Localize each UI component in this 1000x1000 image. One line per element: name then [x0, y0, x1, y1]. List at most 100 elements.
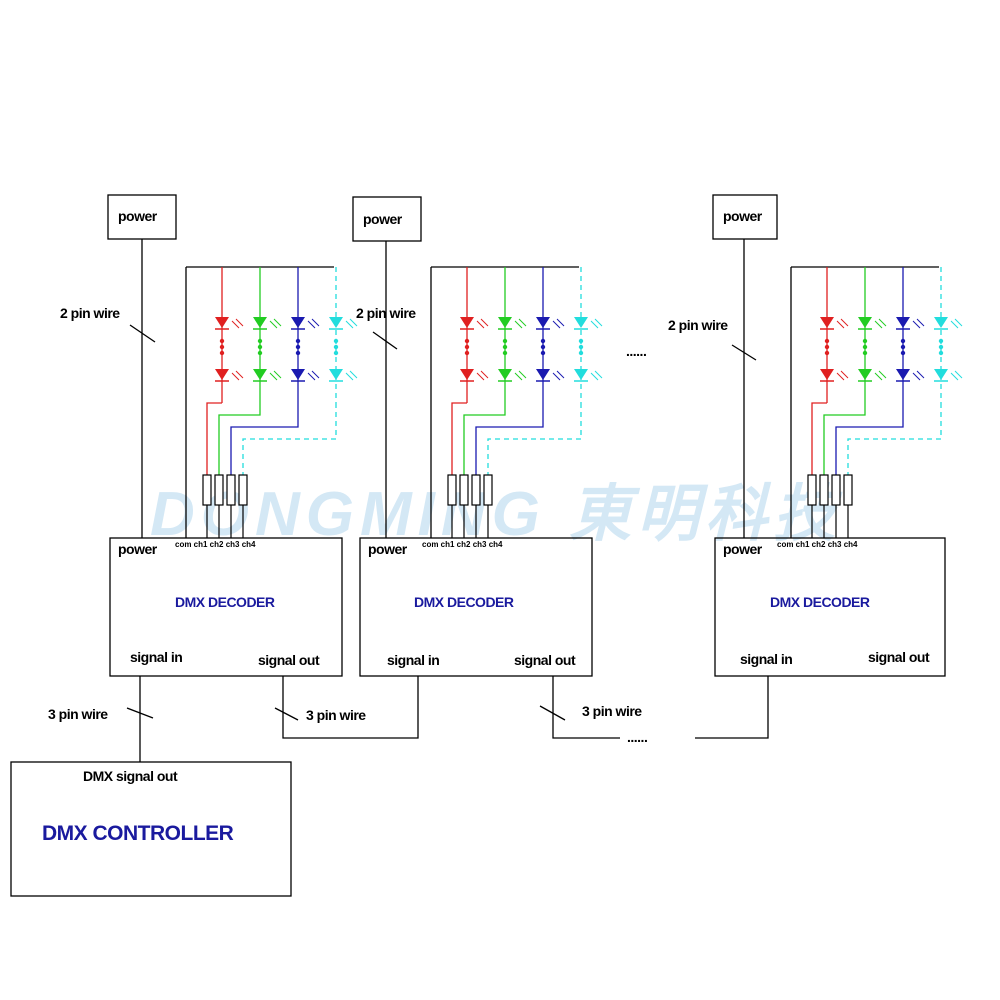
led-array-3 — [790, 266, 963, 538]
led-series-dot — [257, 344, 263, 350]
controller-box — [10, 761, 292, 897]
led-series-dot — [824, 344, 830, 350]
led-ch3-1 — [896, 317, 910, 328]
led-series-dot — [464, 344, 470, 350]
led-series-dot — [219, 350, 225, 356]
led-ch4-2 — [329, 369, 343, 380]
led-series-dot — [333, 344, 339, 350]
led-series-dot — [862, 344, 868, 350]
decoder-box-2 — [359, 537, 593, 677]
decoder-pins-label-2: com ch1 ch2 ch3 ch4 — [422, 540, 503, 549]
led-series-dot — [578, 338, 584, 344]
ellipsis-bottom: ...... — [627, 729, 647, 745]
light-arrow — [594, 318, 603, 327]
channel-lead-ch4 — [847, 403, 942, 475]
led-series-dot — [295, 344, 301, 350]
led-series-dot — [862, 350, 868, 356]
led-ch4-2 — [574, 369, 588, 380]
resistor-ch1 — [202, 474, 212, 506]
channel-lead-ch1 — [206, 402, 222, 475]
light-arrow — [273, 370, 282, 379]
light-arrow — [590, 372, 599, 381]
decoder-power-label-3: power — [723, 541, 763, 557]
light-arrow — [916, 318, 925, 327]
light-arrow — [590, 320, 599, 329]
led-ch1-1 — [820, 317, 834, 328]
light-arrow — [311, 318, 320, 327]
light-arrow — [235, 370, 244, 379]
channel-lead-ch2 — [823, 403, 866, 475]
signal-in-label-2: signal in — [387, 652, 439, 668]
led-series-dot — [938, 338, 944, 344]
led-series-dot — [938, 350, 944, 356]
decoder-pins-label-3: com ch1 ch2 ch3 ch4 — [777, 540, 858, 549]
led-ch4-1 — [329, 317, 343, 328]
dmx-controller: DMX signal out DMX CONTROLLER — [10, 761, 292, 897]
two-pin-wire-label-2: 2 pin wire — [356, 305, 416, 321]
channel-lead-ch3 — [835, 403, 904, 475]
led-ch4-1 — [934, 317, 948, 328]
light-arrow — [514, 372, 523, 381]
led-array-2 — [430, 266, 603, 538]
two-pin-wire-label-1: 2 pin wire — [60, 305, 120, 321]
led-ch3-1 — [291, 317, 305, 328]
signal-out-label-1: signal out — [258, 652, 320, 668]
led-ch1-1 — [215, 317, 229, 328]
led-ch2-2 — [253, 369, 267, 380]
decoder-title-3: DMX DECODER — [770, 594, 870, 610]
power-box-1 — [107, 194, 177, 240]
channel-lead-ch1 — [451, 402, 467, 475]
led-series-dot — [295, 350, 301, 356]
led-series-dot — [862, 338, 868, 344]
led-ch2-1 — [858, 317, 872, 328]
light-arrow — [874, 320, 883, 329]
led-series-dot — [938, 344, 944, 350]
decoder-unit-1: power 2 pin wire power com ch1 ch2 ch3 c… — [60, 194, 358, 677]
led-series-dot — [333, 338, 339, 344]
three-pin-wire-label-1: 3 pin wire — [48, 706, 108, 722]
signal-in-label-3: signal in — [740, 651, 792, 667]
led-ch1-1 — [460, 317, 474, 328]
power-label-2: power — [363, 211, 403, 227]
led-ch3-2 — [536, 369, 550, 380]
light-arrow — [349, 318, 358, 327]
light-arrow — [954, 318, 963, 327]
channel-lead-ch4 — [242, 403, 337, 475]
link-wire-1-2 — [282, 676, 419, 739]
light-arrow — [836, 320, 845, 329]
light-arrow — [480, 318, 489, 327]
channel-lead-ch1 — [811, 402, 827, 475]
light-arrow — [518, 318, 527, 327]
led-ch3-2 — [291, 369, 305, 380]
resistor-ch3 — [471, 474, 481, 506]
led-series-dot — [540, 338, 546, 344]
signal-in-label-1: signal in — [130, 649, 182, 665]
led-ch3-2 — [896, 369, 910, 380]
signal-out-label-3: signal out — [868, 649, 930, 665]
decoder-title-2: DMX DECODER — [414, 594, 514, 610]
light-arrow — [840, 370, 849, 379]
controller-title: DMX CONTROLLER — [42, 822, 234, 845]
resistor-ch2 — [214, 474, 224, 506]
two-pin-wire-label-3: 2 pin wire — [668, 317, 728, 333]
channel-lead-ch2 — [463, 403, 506, 475]
power-label-3: power — [723, 208, 763, 224]
light-arrow — [273, 318, 282, 327]
resistor-ch4 — [238, 474, 248, 506]
led-series-dot — [900, 338, 906, 344]
resistor-ch1 — [807, 474, 817, 506]
light-arrow — [912, 372, 921, 381]
led-series-dot — [578, 350, 584, 356]
light-arrow — [307, 372, 316, 381]
light-arrow — [307, 320, 316, 329]
light-arrow — [345, 320, 354, 329]
link-wire-2-3a — [552, 676, 620, 739]
led-series-dot — [333, 350, 339, 356]
led-ch3-1 — [536, 317, 550, 328]
power-label-1: power — [118, 208, 158, 224]
led-series-dot — [295, 338, 301, 344]
light-arrow — [231, 320, 240, 329]
resistor-ch3 — [226, 474, 236, 506]
led-series-dot — [257, 350, 263, 356]
